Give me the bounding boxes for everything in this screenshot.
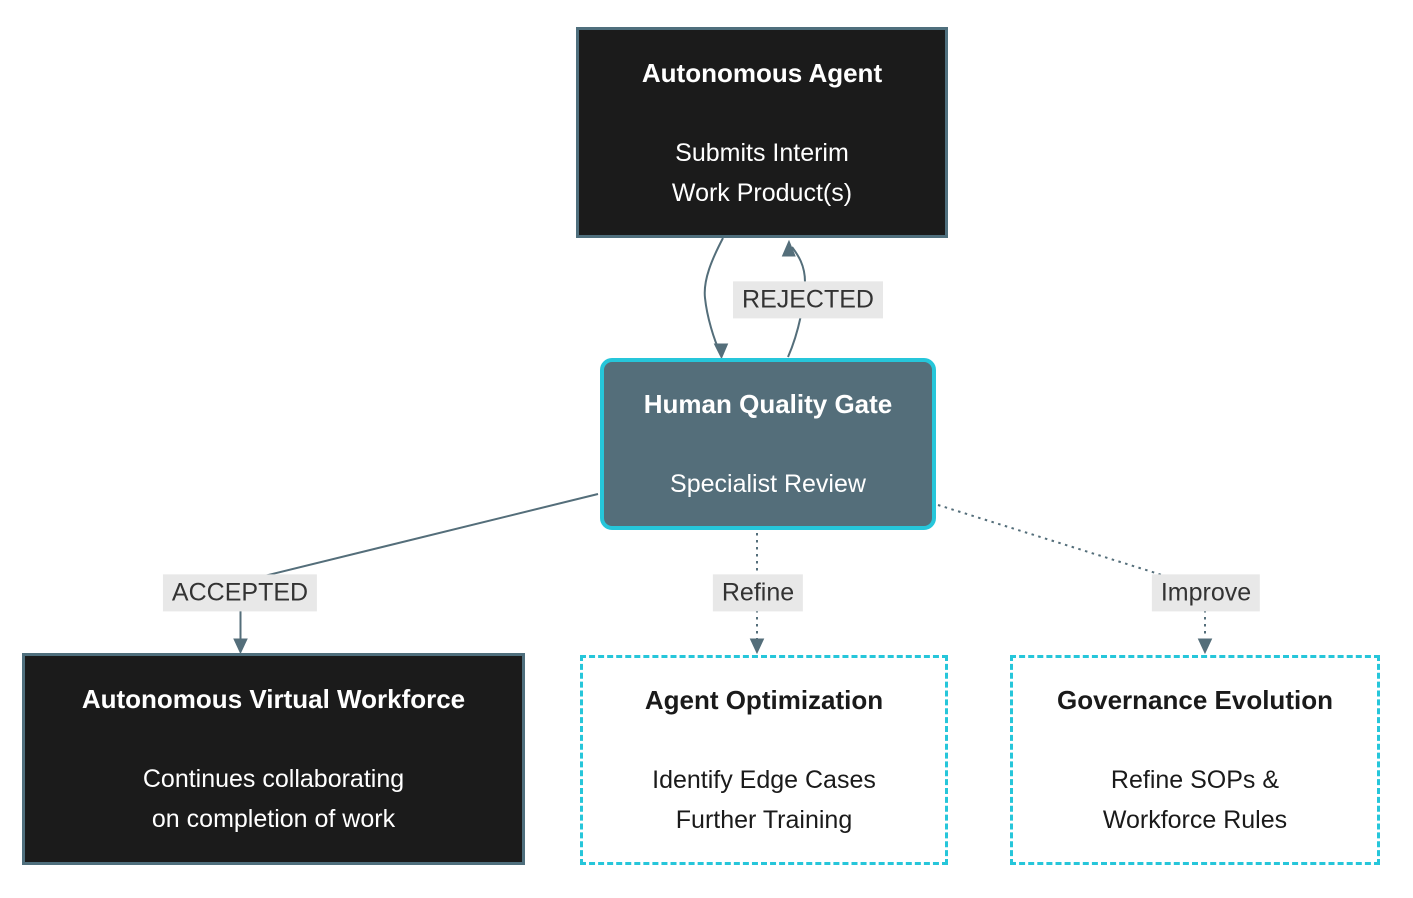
node-body: Specialist Review: [670, 470, 866, 498]
edge-label-rejected: REJECTED: [733, 281, 883, 319]
node-body: Submits Interim Work Product(s): [671, 138, 853, 207]
edge-improve-line: [937, 504, 1195, 586]
node-body: Refine SOPs & Workforce Rules: [1102, 766, 1288, 834]
edge-label-accepted: ACCEPTED: [162, 574, 318, 612]
edge-rejected-arrowhead: [781, 239, 796, 257]
node-human-quality-gate: Human Quality Gate Specialist Review: [600, 358, 936, 530]
node-body: Continues collaborating on completion of…: [142, 765, 405, 833]
node-title: Human Quality Gate: [643, 389, 893, 419]
edge-refine-arrowhead: [749, 638, 765, 655]
node-title: Autonomous Virtual Workforce: [81, 684, 466, 714]
node-title: Autonomous Agent: [641, 57, 883, 88]
node-title: Agent Optimization: [644, 685, 884, 715]
node-agent-optimization: Agent Optimization Identify Edge Cases F…: [580, 655, 948, 865]
node-autonomous-virtual-workforce: Autonomous Virtual Workforce Continues c…: [22, 653, 525, 865]
edge-submit-arrowhead: [713, 343, 729, 360]
edge-improve-arrowhead: [1197, 638, 1213, 655]
node-title: Governance Evolution: [1057, 685, 1333, 715]
edge-accepted-line: [251, 493, 599, 580]
edge-submit-line: [703, 237, 724, 353]
node-governance-evolution: Governance Evolution Refine SOPs & Workf…: [1010, 655, 1380, 865]
edge-label-refine: Refine: [712, 574, 804, 612]
node-autonomous-agent: Autonomous Agent Submits Interim Work Pr…: [576, 27, 948, 238]
edge-accepted-arrowhead: [233, 638, 248, 655]
node-body: Identify Edge Cases Further Training: [652, 766, 876, 834]
edge-label-improve: Improve: [1151, 574, 1261, 612]
